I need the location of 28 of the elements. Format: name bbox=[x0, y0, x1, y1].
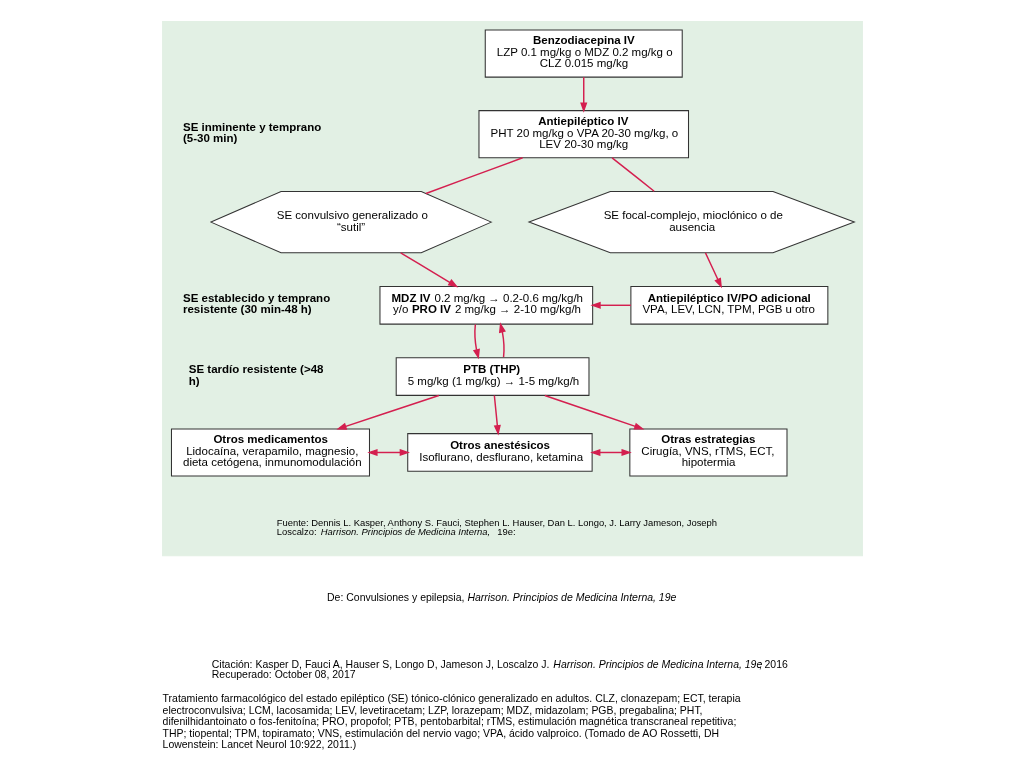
arrow bbox=[366, 448, 410, 456]
label: SE inminente y temprano (5-30 min) bbox=[182, 120, 321, 144]
label: Fuente: Dennis L. Kasper, Anthony S. Fauci, Stephen L. Hauser, Dan L. Longo, J. Larry Jameson, Joseph Loscalzo: Harrison. Principios de Medicina Interna, 19e: bbox=[276, 516, 717, 537]
caption: Tratamiento farmacológico del estado epiléptico (SE) tónico-clónico generalizado en adultos. CLZ, clonazepam; ECT, terapia electroconvulsiva; LCM, lacosamida; LEV, levetiracetam; LZP, lorazepam; MDZ, midazolam; PGB, pregabalina; PHT, difenilhidantoinato o fos-fenitoína; PRO, propofol; PTB, pentobarbital; rTMS, estimulación magnética transcraneal repetitiva; THP; tiopental; TPM, topiramato; VNS, estimulación del nervio vago; VPA, ácido valproico. (Tomado de AO Rossetti, DH Lowenstein: Lancet Neurol 10:922, 2011.) bbox=[162, 692, 741, 750]
arrow bbox=[493, 394, 501, 435]
arrow bbox=[589, 301, 632, 309]
cluster bbox=[161, 20, 863, 556]
connector bbox=[424, 156, 523, 194]
arrow bbox=[472, 323, 480, 359]
arrow bbox=[335, 394, 440, 430]
node-box: Benzodiacepina IV LZP 0.1 mg/kg o MDZ 0.2 mg/kg o CLZ 0.015 mg/kg bbox=[484, 28, 683, 78]
connector bbox=[610, 156, 655, 192]
node-box: MDZ IV 0.2 mg/kg → 0.2-0.6 mg/kg/h y/o PRO IV 2 mg/kg → 2-10 mg/kg/h bbox=[378, 285, 593, 325]
arrow bbox=[579, 76, 587, 113]
node-box: Antiepiléptico IV PHT 20 mg/kg o VPA 20-30 mg/kg, o LEV 20-30 mg/kg bbox=[477, 109, 689, 158]
label: De: Convulsiones y epilepsia, Harrison. Principios de Medicina Interna, 19e bbox=[326, 591, 676, 603]
node-box: Otros medicamentos Lidocaína, verapamilo, magnesio, dieta cetógena, inmunomodulación bbox=[170, 427, 370, 477]
label: SE tardío resistente (>48 h) bbox=[188, 362, 323, 387]
node-box: Otras estrategias Cirugía, VNS, rTMS, ECT, hipotermia bbox=[628, 427, 787, 477]
label: SE establecido y temprano resistente (30 min-48 h) bbox=[182, 291, 330, 315]
arrow bbox=[498, 321, 506, 358]
node-box: Otros anestésicos Isoflurano, desflurano, ketamina bbox=[406, 432, 593, 472]
node-box: PTB (THP) 5 mg/kg (1 mg/kg) → 1-5 mg/kg/h bbox=[395, 356, 589, 396]
node-box: Antiepiléptico IV/PO adicional VPA, LEV, LCN, TPM, PGB u otro bbox=[629, 285, 828, 325]
arrow bbox=[399, 251, 458, 287]
arrow bbox=[589, 448, 632, 456]
arrow bbox=[704, 251, 722, 288]
arrow bbox=[543, 394, 644, 430]
